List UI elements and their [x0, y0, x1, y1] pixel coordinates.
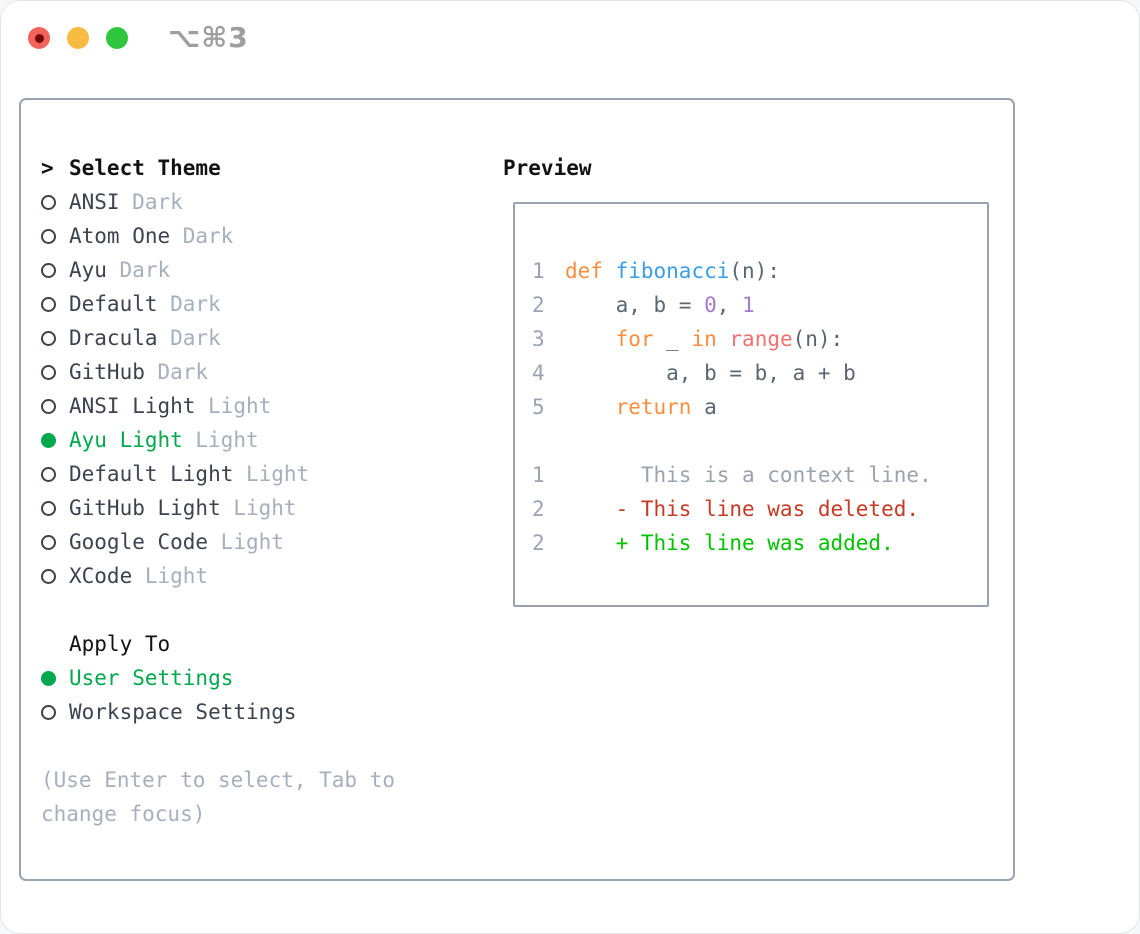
line-number: 4	[532, 361, 545, 385]
variant-label: Light	[144, 564, 209, 588]
window-titlebar: ⌥⌘3	[28, 21, 249, 54]
radio-icon	[41, 568, 69, 584]
select-theme-title: Select Theme	[69, 156, 221, 180]
apply-option-workspace-settings[interactable]: Workspace Settings	[41, 695, 501, 729]
radio-icon	[41, 534, 69, 550]
variant-label: Light	[195, 428, 259, 452]
code-line: 5 return a	[532, 390, 979, 424]
theme-option-xcode[interactable]: XCode Light	[41, 559, 501, 593]
line-number: 5	[532, 395, 545, 419]
line-number: 2	[532, 293, 545, 317]
maximize-button[interactable]	[106, 27, 128, 49]
spacer	[41, 729, 501, 763]
variant-label: Light	[245, 462, 310, 486]
line-number: 2	[532, 531, 545, 555]
code-line	[532, 424, 979, 458]
variant-label: Dark	[119, 258, 171, 282]
theme-option-dracula[interactable]: Dracula Dark	[41, 321, 501, 355]
line-number: 1	[532, 463, 545, 487]
help-text-line: (Use Enter to select, Tab to	[41, 768, 396, 792]
code-line: 2 a, b = 0, 1	[532, 288, 979, 322]
theme-option-ayu[interactable]: Ayu Dark	[41, 253, 501, 287]
radio-selected-icon	[41, 432, 69, 448]
option-label: GitHub Light	[69, 496, 221, 520]
theme-option-ansi[interactable]: ANSI Dark	[41, 185, 501, 219]
radio-icon	[41, 364, 69, 380]
select-theme-header: > Select Theme	[41, 151, 501, 185]
code-line: 1 This is a context line.	[532, 458, 979, 492]
theme-option-github[interactable]: GitHub Dark	[41, 355, 501, 389]
code-line: 2 - This line was deleted.	[532, 492, 979, 526]
theme-option-default[interactable]: Default Dark	[41, 287, 501, 321]
apply-to-title: Apply To	[69, 632, 171, 656]
radio-icon	[41, 500, 69, 516]
option-label: GitHub	[69, 360, 145, 384]
variant-label: Dark	[157, 360, 209, 384]
variant-label: Light	[208, 394, 272, 418]
option-label: Google Code	[69, 530, 209, 554]
help-text-line: change focus)	[41, 802, 206, 826]
line-number: 1	[532, 259, 545, 283]
close-button[interactable]	[28, 27, 50, 49]
minimize-button[interactable]	[67, 27, 89, 49]
option-label: User Settings	[69, 666, 234, 690]
code-line: 4 a, b = b, a + b	[532, 356, 979, 390]
radio-icon	[41, 398, 69, 414]
option-label: Ayu Light	[69, 428, 183, 452]
preview-title: Preview	[503, 156, 592, 180]
variant-label: Light	[233, 496, 297, 520]
radio-icon	[41, 228, 69, 244]
cursor-arrow-icon: >	[41, 156, 54, 180]
code-line: 3 for _ in range(n):	[532, 322, 979, 356]
code-line: 2 + This line was added.	[532, 526, 979, 560]
window-title: ⌥⌘3	[168, 21, 249, 54]
theme-option-google-code[interactable]: Google Code Light	[41, 525, 501, 559]
radio-icon	[41, 466, 69, 482]
apply-option-user-settings[interactable]: User Settings	[41, 661, 501, 695]
spacer	[41, 593, 501, 627]
option-label: ANSI Light	[69, 394, 196, 418]
option-label: Atom One	[69, 224, 171, 248]
option-label: XCode	[69, 564, 133, 588]
theme-option-github-light[interactable]: GitHub Light Light	[41, 491, 501, 525]
radio-icon	[41, 296, 69, 312]
close-dot-icon	[34, 33, 44, 43]
radio-selected-icon	[41, 670, 69, 686]
radio-icon	[41, 262, 69, 278]
theme-option-default-light[interactable]: Default Light Light	[41, 457, 501, 491]
theme-option-atom-one[interactable]: Atom One Dark	[41, 219, 501, 253]
help-text: (Use Enter to select, Tab to change focus…	[41, 763, 501, 831]
option-label: Ayu	[69, 258, 107, 282]
variant-label: Dark	[182, 224, 234, 248]
option-label: Default Light	[69, 462, 234, 486]
theme-option-ayu-light[interactable]: Ayu Light Light	[41, 423, 501, 457]
option-label: Dracula	[69, 326, 158, 350]
variant-label: Dark	[132, 190, 183, 214]
variant-label: Dark	[170, 326, 221, 350]
option-label: Default	[69, 292, 158, 316]
radio-icon	[41, 330, 69, 346]
radio-icon	[41, 194, 69, 210]
variant-label: Light	[220, 530, 284, 554]
variant-label: Dark	[170, 292, 221, 316]
theme-option-ansi-light[interactable]: ANSI Light Light	[41, 389, 501, 423]
line-number: 2	[532, 497, 545, 521]
radio-icon	[41, 704, 69, 720]
option-label: ANSI	[69, 190, 120, 214]
option-label: Workspace Settings	[69, 700, 297, 724]
apply-to-header: Apply To	[41, 627, 501, 661]
line-number: 3	[532, 327, 545, 351]
